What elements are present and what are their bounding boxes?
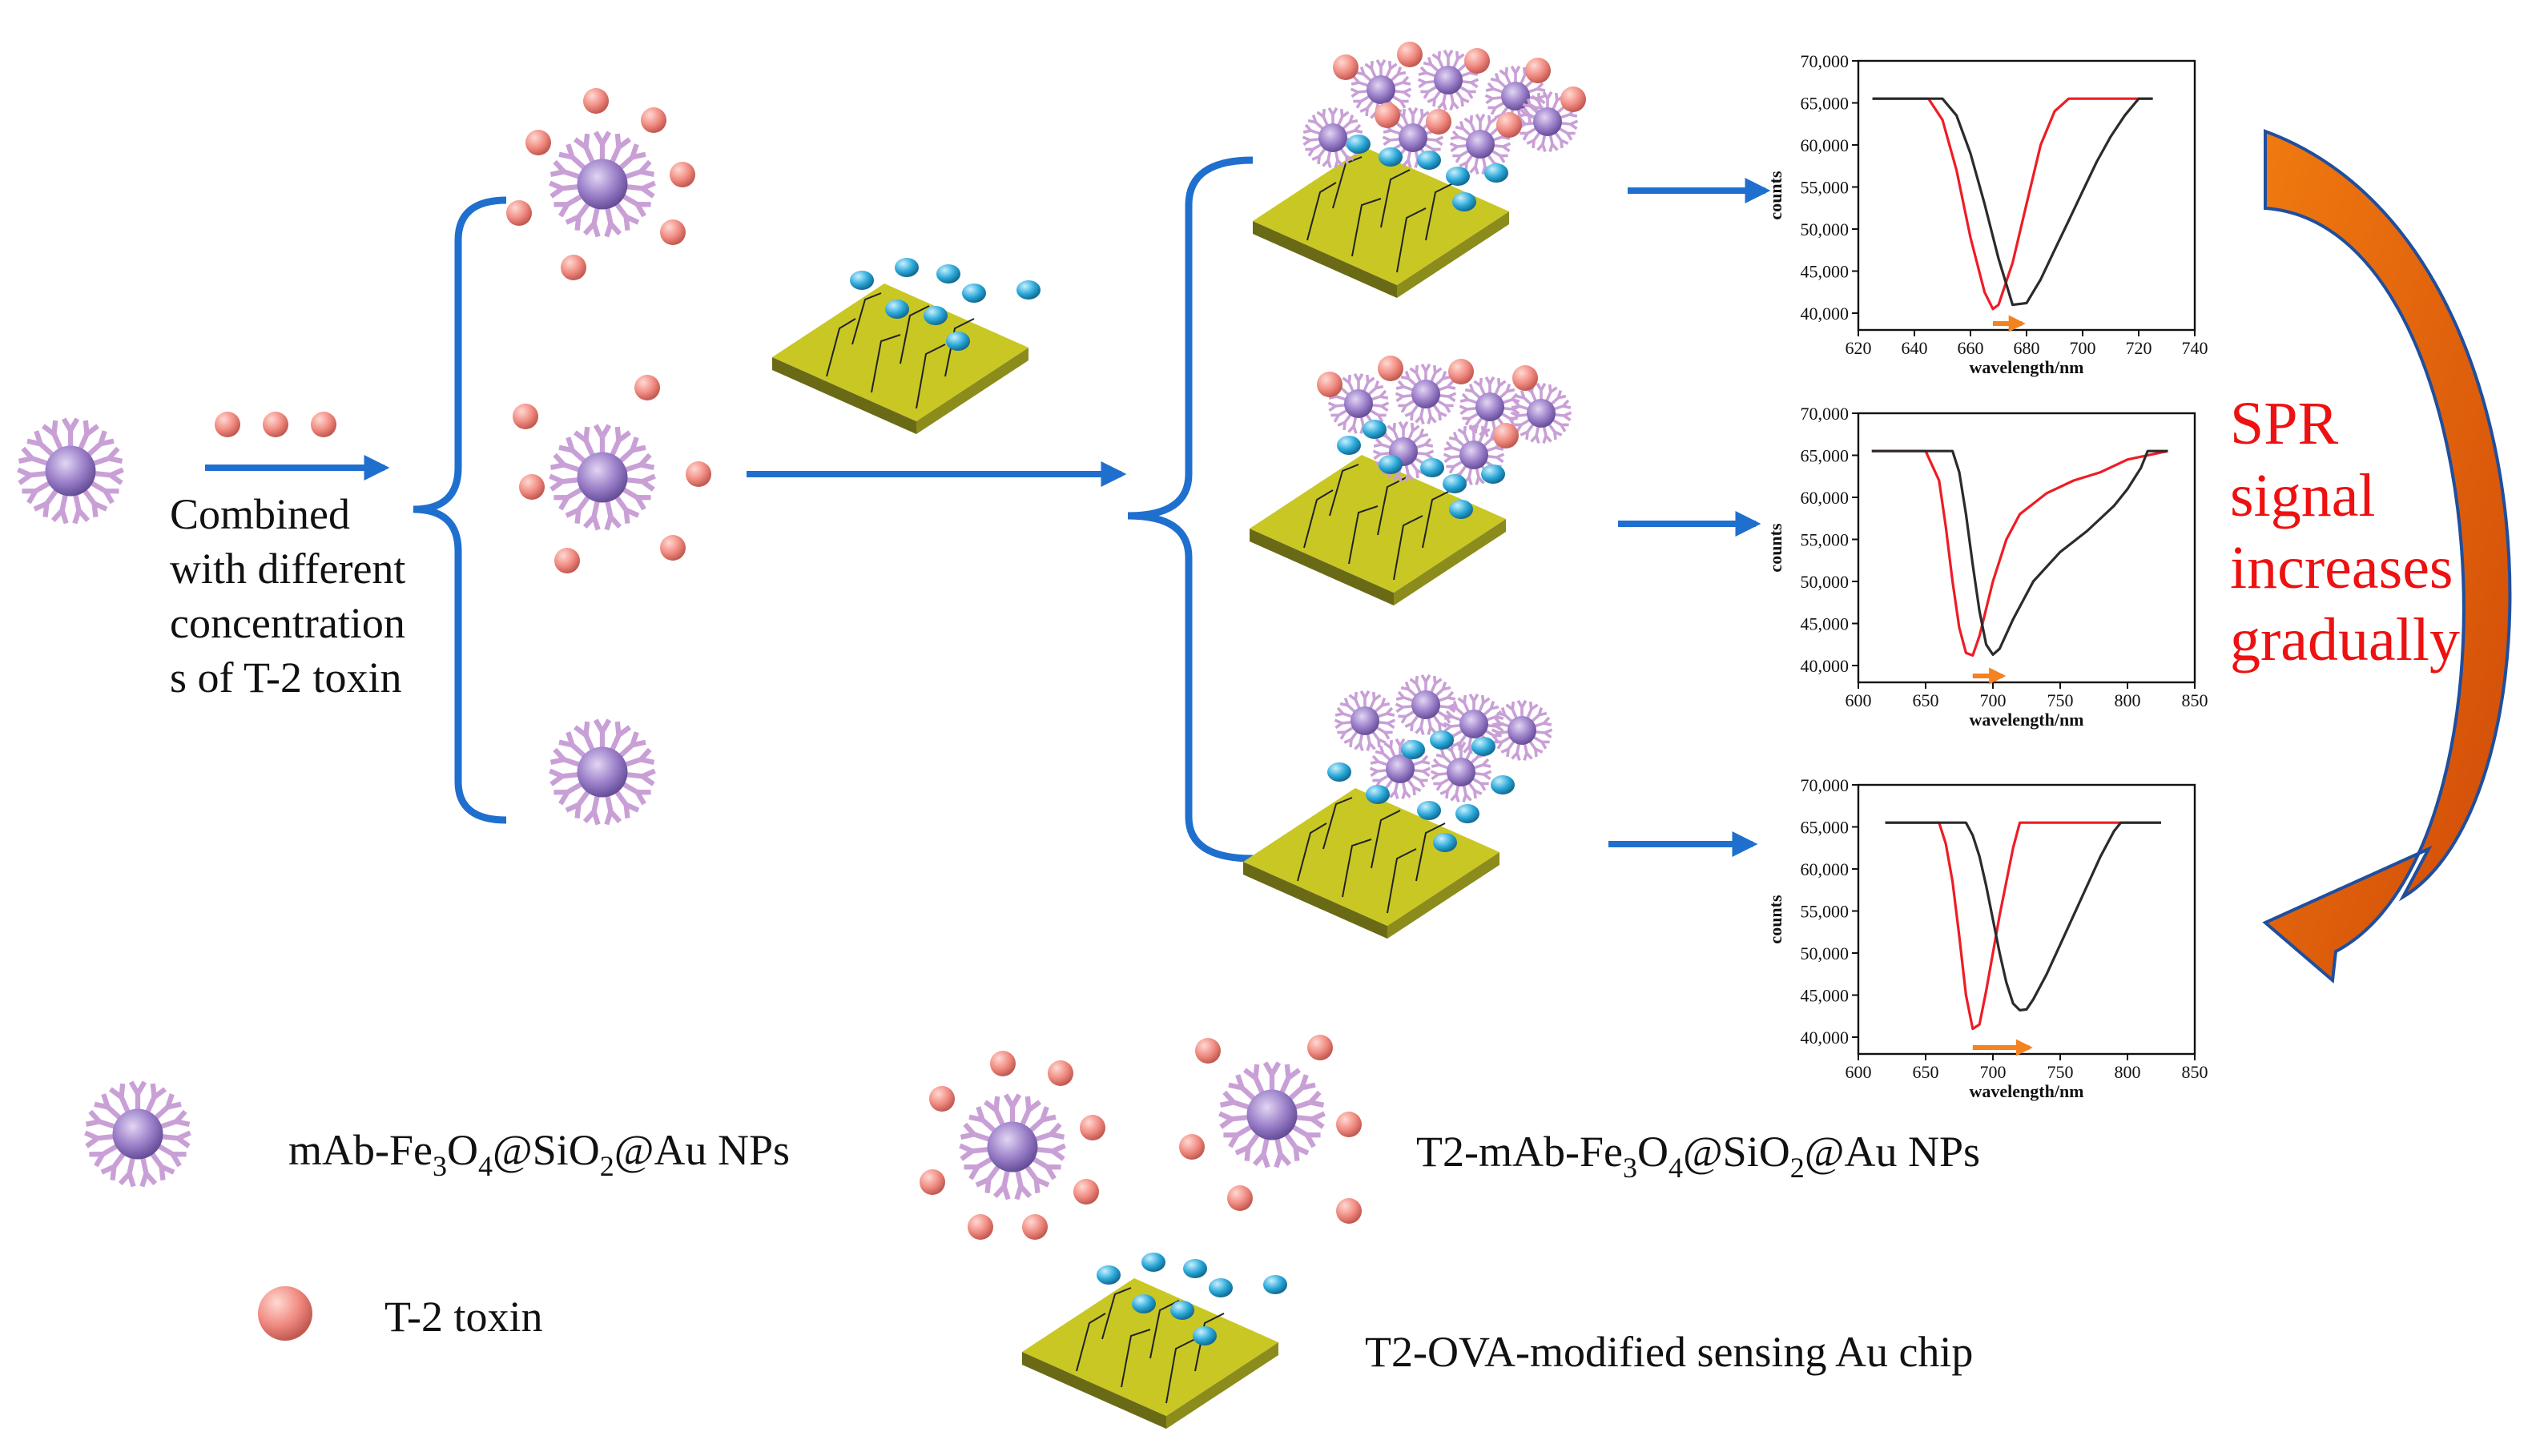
toxin-particle — [263, 412, 288, 437]
plot-frame — [1857, 59, 2196, 332]
y-axis-label: counts — [1765, 171, 1785, 220]
y-tick-label: 65,000 — [1801, 818, 1850, 838]
spr-chart-1: 620 640 660 680 700 720 740 40,000 45,000 50,000 5… — [1765, 51, 2208, 377]
legend-nanoparticle-icon — [85, 1082, 190, 1187]
plot-frame — [1857, 783, 2196, 1056]
bracket-right — [1127, 156, 1254, 863]
legend-toxin-icon — [258, 1286, 312, 1341]
x-tick-label: 680 — [2014, 338, 2040, 358]
legend-t2-np-icon-1 — [920, 1051, 1105, 1240]
chip-high-toxin — [1252, 42, 1586, 299]
np-medium-toxin — [513, 375, 711, 573]
y-tick-label: 40,000 — [1801, 656, 1850, 676]
y-tick-label: 70,000 — [1801, 404, 1850, 424]
np-high-toxin — [506, 88, 695, 280]
spr-chart-2: 600 650 700 750 800 850 40,000 45,000 50,000 55,0… — [1765, 404, 2208, 730]
y-tick-label: 50,000 — [1801, 219, 1850, 239]
x-tick-label: 720 — [2126, 338, 2152, 358]
legend-t2-np-label: T2-mAb-Fe3O4@SiO2@Au NPs — [1416, 1128, 1980, 1184]
y-tick-label: 60,000 — [1801, 135, 1850, 155]
y-tick-label: 45,000 — [1801, 262, 1850, 282]
series-line-black — [1872, 97, 2153, 307]
legend-t2-np-icon-2 — [1179, 1035, 1362, 1224]
chip-medium-toxin — [1249, 356, 1571, 606]
y-tick-label: 55,000 — [1801, 530, 1850, 550]
x-tick-label: 600 — [1846, 1062, 1872, 1082]
x-tick-label: 850 — [2182, 1062, 2208, 1082]
x-tick-label: 700 — [2070, 338, 2096, 358]
x-tick-label: 650 — [1913, 1062, 1939, 1082]
y-tick-label: 60,000 — [1801, 859, 1850, 879]
x-tick-label: 660 — [1958, 338, 1984, 358]
big-curved-arrow — [2262, 129, 2512, 983]
x-tick-label: 750 — [2047, 1062, 2074, 1082]
y-tick-label: 70,000 — [1801, 51, 1850, 71]
x-tick-label: 700 — [1980, 1062, 2007, 1082]
bracket-left — [413, 196, 507, 824]
toxin-particle — [215, 412, 240, 437]
bare-sensing-chip — [771, 258, 1041, 435]
x-tick-label: 620 — [1846, 338, 1872, 358]
x-tick-label: 800 — [2115, 1062, 2141, 1082]
series-line-black — [1885, 821, 2161, 1012]
spr-chart-3: 600 650 700 750 800 850 40,000 45,000 50,000 55,0… — [1765, 775, 2208, 1101]
x-axis-label: wavelength/nm — [1970, 710, 2084, 730]
free-nanoparticle — [18, 419, 123, 524]
y-tick-label: 65,000 — [1801, 446, 1850, 466]
x-tick-label: 800 — [2115, 690, 2141, 710]
legend-chip-icon — [1021, 1253, 1287, 1430]
y-tick-label: 50,000 — [1801, 943, 1850, 963]
y-tick-label: 70,000 — [1801, 775, 1850, 795]
y-tick-label: 45,000 — [1801, 986, 1850, 1006]
plot-frame — [1857, 412, 2196, 684]
np-no-toxin — [549, 720, 654, 825]
x-tick-label: 650 — [1913, 690, 1939, 710]
x-tick-label: 700 — [1980, 690, 2007, 710]
legend-toxin-label: T-2 toxin — [384, 1293, 543, 1341]
spr-signal-label: SPR signal increases gradually — [2230, 390, 2469, 674]
x-tick-label: 740 — [2182, 338, 2208, 358]
y-tick-label: 60,000 — [1801, 488, 1850, 508]
x-tick-label: 640 — [1902, 338, 1928, 358]
y-axis-label: counts — [1765, 895, 1785, 944]
legend-np-label: mAb-Fe3O4@SiO2@Au NPs — [288, 1126, 790, 1182]
y-tick-label: 40,000 — [1801, 304, 1850, 324]
x-axis-label: wavelength/nm — [1970, 357, 2084, 377]
series-line-red — [1872, 97, 2153, 311]
x-axis-label: wavelength/nm — [1970, 1081, 2084, 1101]
series-line-red — [1885, 821, 2161, 1031]
y-tick-label: 65,000 — [1801, 94, 1850, 114]
y-tick-label: 55,000 — [1801, 178, 1850, 198]
y-tick-label: 55,000 — [1801, 902, 1850, 922]
x-tick-label: 850 — [2182, 690, 2208, 710]
chip-no-toxin — [1242, 675, 1552, 939]
x-tick-label: 600 — [1846, 690, 1872, 710]
combine-label: Combined with different concentration s … — [170, 490, 417, 702]
toxin-particle — [311, 412, 336, 437]
series-line-red — [1871, 449, 2168, 658]
x-tick-label: 750 — [2047, 690, 2074, 710]
y-tick-label: 40,000 — [1801, 1028, 1850, 1048]
series-line-black — [1871, 449, 2168, 657]
legend-chip-label: T2-OVA-modified sensing Au chip — [1365, 1328, 1973, 1376]
toxin-group — [215, 412, 336, 437]
y-tick-label: 45,000 — [1801, 614, 1850, 634]
y-tick-label: 50,000 — [1801, 572, 1850, 592]
y-axis-label: counts — [1765, 523, 1785, 573]
